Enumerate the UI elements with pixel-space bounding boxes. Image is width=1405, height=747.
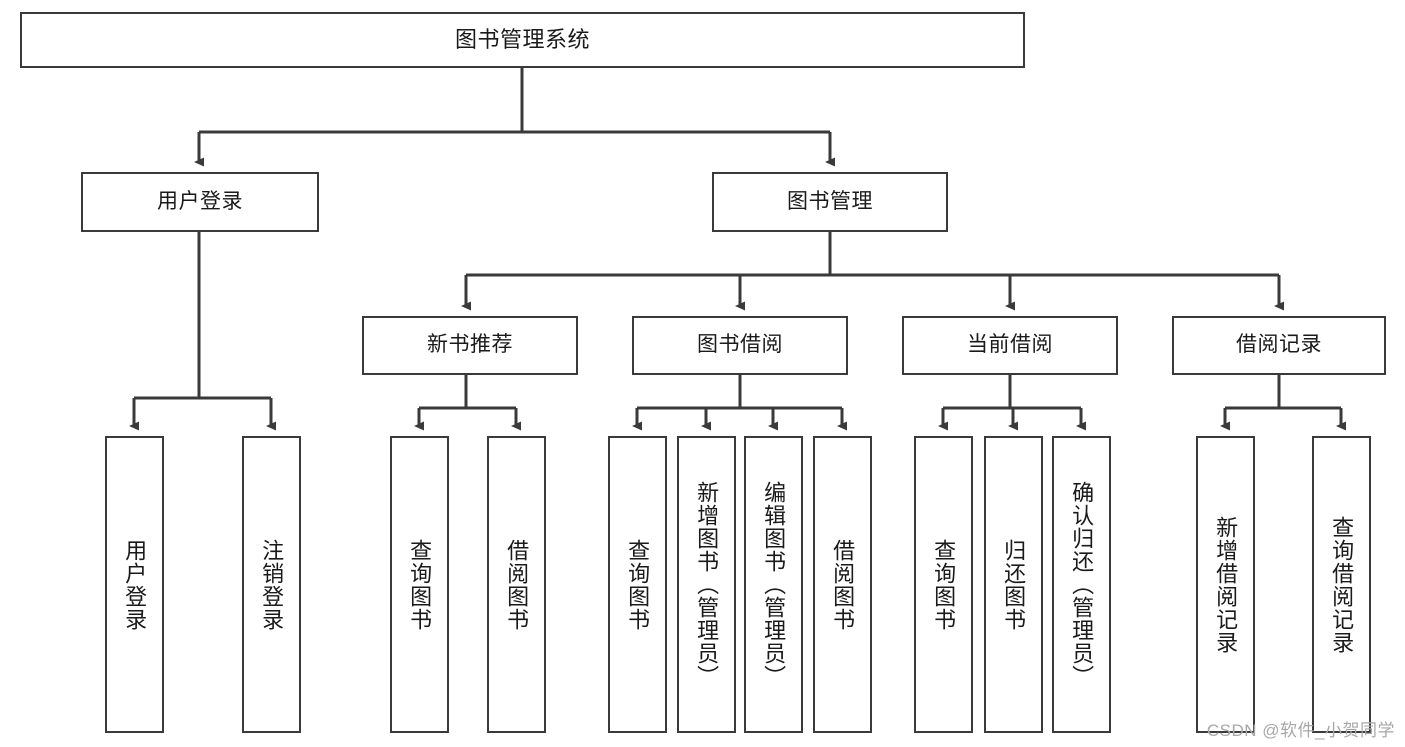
node-root-system[interactable]: 图书管理系统 [20, 12, 1025, 68]
node-label: 新增图书（管理员） [694, 481, 720, 688]
node-label: 用户登录 [122, 538, 148, 631]
node-label: 确认归还（管理员） [1069, 481, 1095, 688]
leaf-logout-login[interactable]: 注销登录 [242, 436, 301, 733]
node-label: 新增借阅记录 [1213, 515, 1239, 654]
node-borrow-record[interactable]: 借阅记录 [1172, 316, 1386, 375]
leaf-return-book[interactable]: 归还图书 [984, 436, 1043, 733]
node-label: 查询图书 [625, 538, 651, 631]
node-label: 用户登录 [157, 189, 243, 213]
watermark-text: CSDN @软件_小贺同学 [1206, 721, 1395, 740]
leaf-borrow-book-recommend[interactable]: 借阅图书 [487, 436, 546, 733]
leaf-edit-book[interactable]: 编辑图书（管理员） [744, 436, 803, 733]
node-label: 借阅图书 [504, 538, 530, 631]
node-user-login[interactable]: 用户登录 [81, 172, 319, 232]
leaf-query-book-current[interactable]: 查询图书 [914, 436, 973, 733]
leaf-add-borrow-record[interactable]: 新增借阅记录 [1196, 436, 1255, 733]
node-label: 借阅图书 [830, 538, 856, 631]
node-label: 编辑图书（管理员） [761, 481, 787, 688]
node-label: 查询图书 [931, 538, 957, 631]
node-current-borrow[interactable]: 当前借阅 [902, 316, 1118, 375]
node-label: 图书借阅 [697, 333, 783, 357]
node-new-book-recommend[interactable]: 新书推荐 [362, 316, 578, 375]
leaf-query-book-recommend[interactable]: 查询图书 [390, 436, 449, 733]
leaf-borrow-book[interactable]: 借阅图书 [813, 436, 872, 733]
node-label: 查询借阅记录 [1329, 515, 1355, 654]
leaf-user-login[interactable]: 用户登录 [105, 436, 164, 733]
leaf-confirm-return[interactable]: 确认归还（管理员） [1052, 436, 1111, 733]
node-book-borrow[interactable]: 图书借阅 [632, 316, 848, 375]
node-label: 图书管理 [787, 189, 873, 213]
leaf-query-book-borrow[interactable]: 查询图书 [608, 436, 667, 733]
node-label: 归还图书 [1001, 538, 1027, 631]
node-label: 查询图书 [407, 538, 433, 631]
leaf-query-borrow-record[interactable]: 查询借阅记录 [1312, 436, 1371, 733]
leaf-add-book[interactable]: 新增图书（管理员） [677, 436, 736, 733]
node-label: 注销登录 [259, 538, 285, 631]
node-label: 新书推荐 [427, 333, 513, 357]
node-label: 当前借阅 [967, 333, 1053, 357]
node-book-manage[interactable]: 图书管理 [712, 172, 948, 232]
node-label: 图书管理系统 [454, 27, 590, 53]
node-label: 借阅记录 [1236, 333, 1322, 357]
